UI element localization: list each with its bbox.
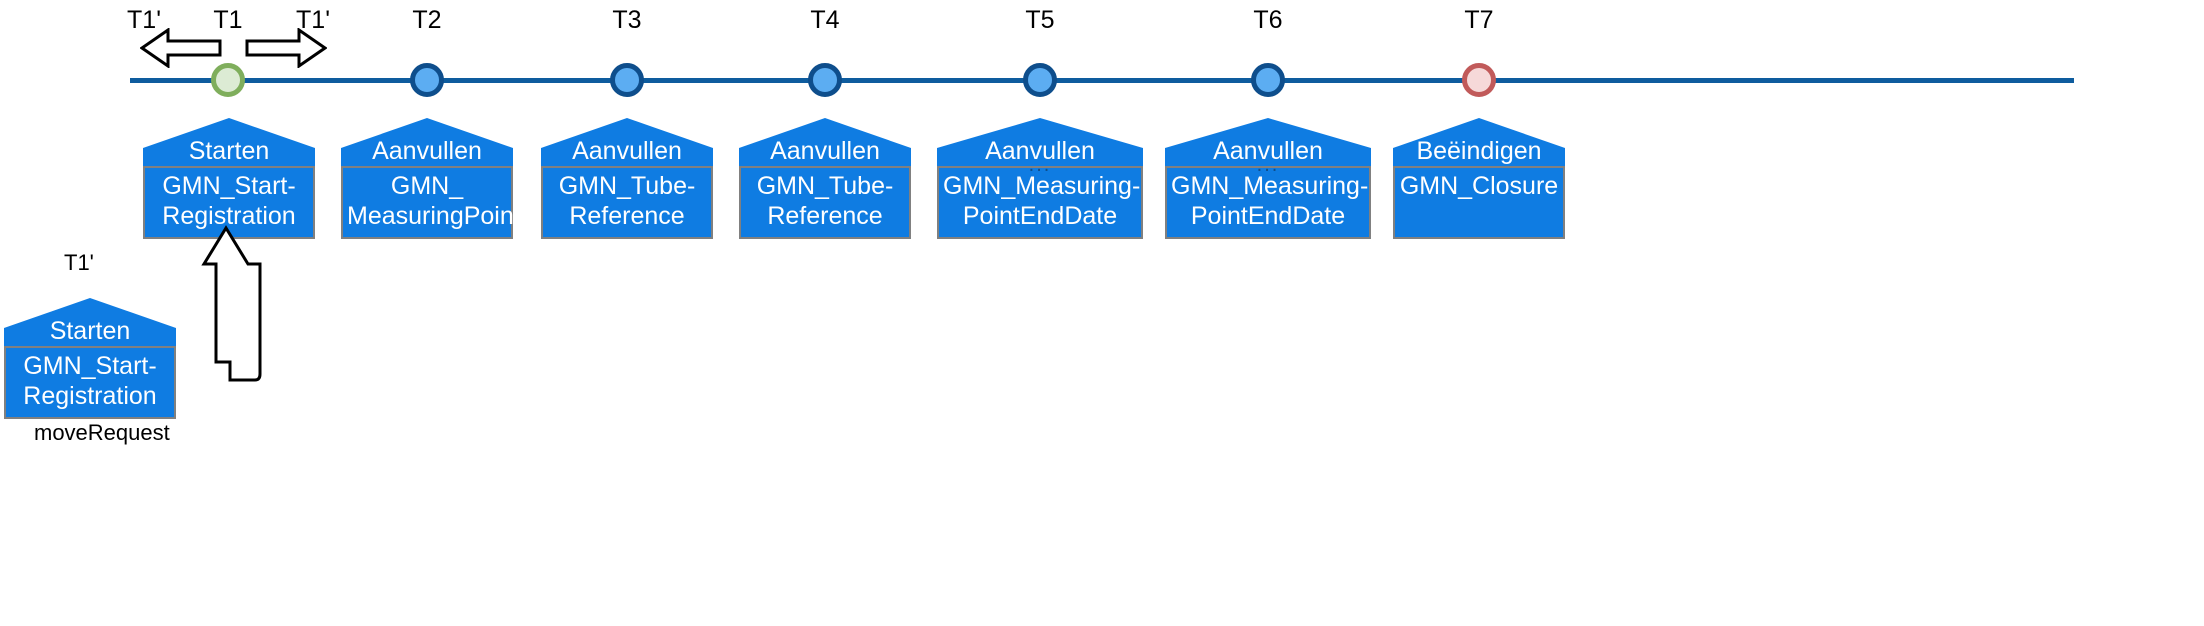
callout-body-line: Registration xyxy=(23,382,157,410)
callout-body-move-request: GMN_Start- Registration xyxy=(4,346,176,419)
callout-body-t4: GMN_Tube- Reference xyxy=(739,166,911,239)
timeline-marker-t5[interactable] xyxy=(1023,63,1057,97)
tick-label-t1-prime-right: T1' xyxy=(296,6,330,34)
callout-t1[interactable]: Starten GMN_Start- Registration xyxy=(143,118,315,239)
callout-body-line: Registration xyxy=(162,202,296,230)
tick-label-t5: T5 xyxy=(1025,6,1055,34)
callout-body-t3: GMN_Tube- Reference xyxy=(541,166,713,239)
timeline-marker-t7[interactable] xyxy=(1462,63,1496,97)
callout-body-line: PointEndDate xyxy=(962,202,1118,230)
callout-header-t1: Starten xyxy=(143,118,315,166)
callout-t7[interactable]: Beëindigen GMN_Closure xyxy=(1393,118,1565,239)
tick-label-t2: T2 xyxy=(412,6,442,34)
callout-body-line: GMN_ xyxy=(390,172,464,200)
move-request-caption: moveRequest xyxy=(34,420,170,445)
callout-body-t5: GMN_Measuring- PointEndDate xyxy=(937,166,1143,239)
callout-body-line: MeasuringPoint xyxy=(347,202,521,230)
callout-body-line: GMN_Start- xyxy=(162,172,296,200)
callout-header-t7: Beëindigen xyxy=(1393,118,1565,166)
callout-ellipsis-t5: ... xyxy=(1028,154,1052,176)
callout-body-line: GMN_Measuring- xyxy=(1171,172,1369,200)
callout-body-line: GMN_Closure xyxy=(1399,172,1559,200)
callout-move-request[interactable]: Starten GMN_Start- Registration xyxy=(4,298,176,419)
callout-header-t4: Aanvullen xyxy=(739,118,911,166)
callout-body-line: Reference xyxy=(569,202,685,230)
tick-label-t1-prime-left: T1' xyxy=(127,6,161,34)
callout-t6[interactable]: Aanvullen ... GMN_Measuring- PointEndDat… xyxy=(1165,118,1371,239)
tick-label-t3: T3 xyxy=(612,6,642,34)
callout-body-t1: GMN_Start- Registration xyxy=(143,166,315,239)
callout-ellipsis-t6: ... xyxy=(1256,154,1280,176)
callout-body-line: GMN_Tube- xyxy=(756,172,894,200)
callout-t5[interactable]: Aanvullen ... GMN_Measuring- PointEndDat… xyxy=(937,118,1143,239)
callout-body-line: Reference xyxy=(767,202,883,230)
callout-header-t2: Aanvullen xyxy=(341,118,513,166)
callout-header-t5: Aanvullen ... xyxy=(937,118,1143,175)
callout-body-t6: GMN_Measuring- PointEndDate xyxy=(1165,166,1371,239)
callout-body-line: GMN_Measuring- xyxy=(943,172,1141,200)
callout-header-t3: Aanvullen xyxy=(541,118,713,166)
callout-body-t7: GMN_Closure xyxy=(1393,166,1565,239)
timeline-marker-t4[interactable] xyxy=(808,63,842,97)
callout-header-move-request: Starten xyxy=(4,298,176,346)
move-request-connector-arrow xyxy=(160,222,270,387)
callout-body-line: GMN_Tube- xyxy=(558,172,696,200)
callout-body-t2: GMN_ MeasuringPoint xyxy=(341,166,521,239)
callout-t3[interactable]: Aanvullen GMN_Tube- Reference xyxy=(541,118,713,239)
tick-label-t1: T1 xyxy=(213,6,243,34)
callout-t2[interactable]: Aanvullen GMN_ MeasuringPoint xyxy=(341,118,521,239)
move-request-time-label: T1' xyxy=(64,250,94,275)
tick-label-t7: T7 xyxy=(1464,6,1494,34)
callout-t4[interactable]: Aanvullen GMN_Tube- Reference xyxy=(739,118,911,239)
tick-label-t4: T4 xyxy=(810,6,840,34)
timeline-marker-t2[interactable] xyxy=(410,63,444,97)
arrow-right-icon xyxy=(245,27,328,73)
timeline-axis xyxy=(130,78,2074,83)
timeline-marker-t6[interactable] xyxy=(1251,63,1285,97)
callout-header-t6: Aanvullen ... xyxy=(1165,118,1371,175)
callout-body-line: PointEndDate xyxy=(1190,202,1346,230)
callout-body-line: GMN_Start- xyxy=(23,352,157,380)
tick-label-t6: T6 xyxy=(1253,6,1283,34)
timeline-marker-t3[interactable] xyxy=(610,63,644,97)
timeline-marker-t1[interactable] xyxy=(211,63,245,97)
arrow-left-icon xyxy=(139,27,222,73)
